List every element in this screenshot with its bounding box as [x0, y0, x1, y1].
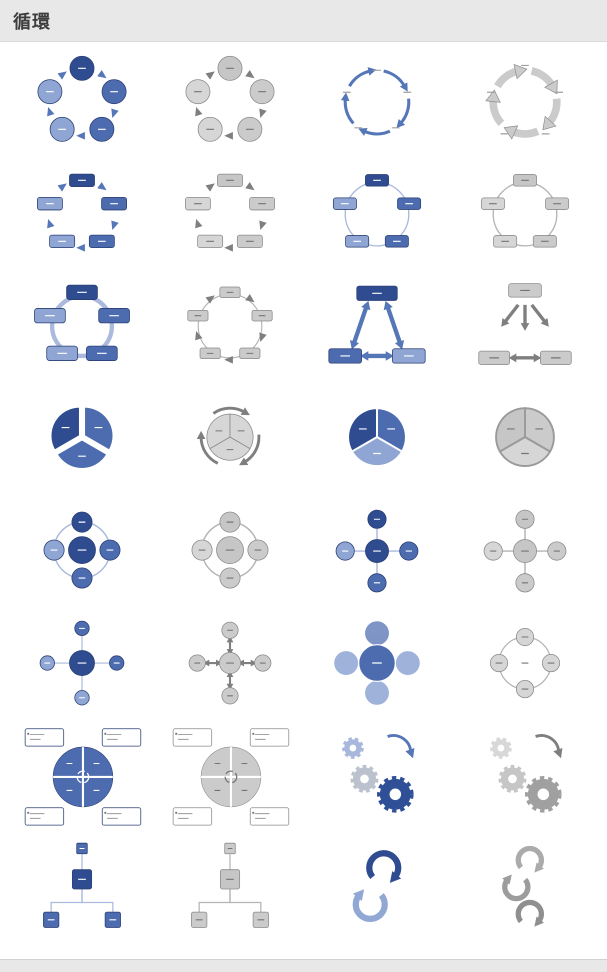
- quadrant-cycle-icon: [163, 723, 297, 829]
- thumbnail-basic-cycle-blue[interactable]: [8, 48, 156, 160]
- pie-cycle-arrows-icon: [163, 387, 297, 493]
- multidirectional-cycle-icon: [310, 275, 444, 381]
- thumbnail-gear-cycle-gray[interactable]: [451, 720, 599, 832]
- thumbnail-spiral-cycle-blue[interactable]: [304, 832, 452, 944]
- spiral-cycle-icon: [310, 835, 444, 941]
- thumbnail-basic-radial-blue[interactable]: [304, 496, 452, 608]
- pie-cycle-icon: [458, 387, 592, 493]
- diverging-block-cycle-icon: [458, 275, 592, 381]
- thumbnail-quadrant-cycle-blue[interactable]: [8, 720, 156, 832]
- radial-arrows-icon: [163, 611, 297, 717]
- spiral-cycle-icon: [458, 835, 592, 941]
- block-cycle-icon: [15, 163, 149, 269]
- radial-tree-icon: [163, 835, 297, 941]
- thumbnail-gear-cycle-blue[interactable]: [304, 720, 452, 832]
- thumbnail-cycle-ring-gray[interactable]: [451, 608, 599, 720]
- quadrant-cycle-icon: [15, 723, 149, 829]
- page-title: 循環: [13, 11, 51, 32]
- diagram-gallery: [0, 42, 607, 959]
- thumbnail-diverging-radial-blue[interactable]: [304, 608, 452, 720]
- text-cycle-icon: [310, 51, 444, 157]
- thumbnail-segmented-pie-cycle-blue[interactable]: [8, 384, 156, 496]
- thumbnail-text-cycle-blue[interactable]: [304, 48, 452, 160]
- section-header: 循環: [0, 0, 607, 42]
- block-arrow-cycle-icon: [458, 51, 592, 157]
- thumbnail-pie-cycle-arrows-gray[interactable]: [156, 384, 304, 496]
- radial-tree-icon: [15, 835, 149, 941]
- thumbnail-block-arrow-cycle-gray[interactable]: [451, 48, 599, 160]
- nondirectional-cycle-icon: [310, 163, 444, 269]
- thumbnail-multidirectional-cycle-blue[interactable]: [304, 272, 452, 384]
- thumbnail-nondirectional-cycle-blue[interactable]: [304, 160, 452, 272]
- diverging-radial-icon: [310, 611, 444, 717]
- thumbnail-nondirectional-cycle-gray[interactable]: [451, 160, 599, 272]
- thumbnail-block-cycle-gray[interactable]: [156, 160, 304, 272]
- thumbnail-basic-cycle-gray[interactable]: [156, 48, 304, 160]
- radial-cycle-icon: [163, 499, 297, 605]
- thumbnail-basic-radial-gray[interactable]: [451, 496, 599, 608]
- thumbnail-radial-cycle-blue[interactable]: [8, 496, 156, 608]
- gear-cycle-icon: [458, 723, 592, 829]
- basic-radial-icon: [458, 499, 592, 605]
- thumbnail-radial-cycle-gray[interactable]: [156, 496, 304, 608]
- segmented-pie-cycle-icon: [15, 387, 149, 493]
- nondirectional-cycle-icon: [458, 163, 592, 269]
- thumbnail-pie-cycle-blue[interactable]: [304, 384, 452, 496]
- thumbnail-radial-tree-blue[interactable]: [8, 832, 156, 944]
- continuous-block-cycle-icon: [15, 275, 149, 381]
- thumbnail-spiral-cycle-gray[interactable]: [451, 832, 599, 944]
- gear-cycle-icon: [310, 723, 444, 829]
- thumbnail-quadrant-cycle-gray[interactable]: [156, 720, 304, 832]
- basic-cycle-icon: [15, 51, 149, 157]
- radial-cycle-icon: [15, 499, 149, 605]
- thumbnail-pie-cycle-gray[interactable]: [451, 384, 599, 496]
- block-cycle-arrows-icon: [163, 275, 297, 381]
- thumbnail-block-cycle-arrows-gray[interactable]: [156, 272, 304, 384]
- thumbnail-radial-cluster-blue[interactable]: [8, 608, 156, 720]
- pie-cycle-icon: [310, 387, 444, 493]
- thumbnail-diverging-block-cycle-gray[interactable]: [451, 272, 599, 384]
- thumbnail-radial-tree-gray[interactable]: [156, 832, 304, 944]
- radial-cluster-icon: [15, 611, 149, 717]
- thumbnail-block-cycle-blue[interactable]: [8, 160, 156, 272]
- cycle-ring-icon: [458, 611, 592, 717]
- bottom-strip: [0, 959, 607, 972]
- basic-radial-icon: [310, 499, 444, 605]
- basic-cycle-icon: [163, 51, 297, 157]
- thumbnail-continuous-block-cycle-blue[interactable]: [8, 272, 156, 384]
- block-cycle-icon: [163, 163, 297, 269]
- thumbnail-radial-arrows-gray[interactable]: [156, 608, 304, 720]
